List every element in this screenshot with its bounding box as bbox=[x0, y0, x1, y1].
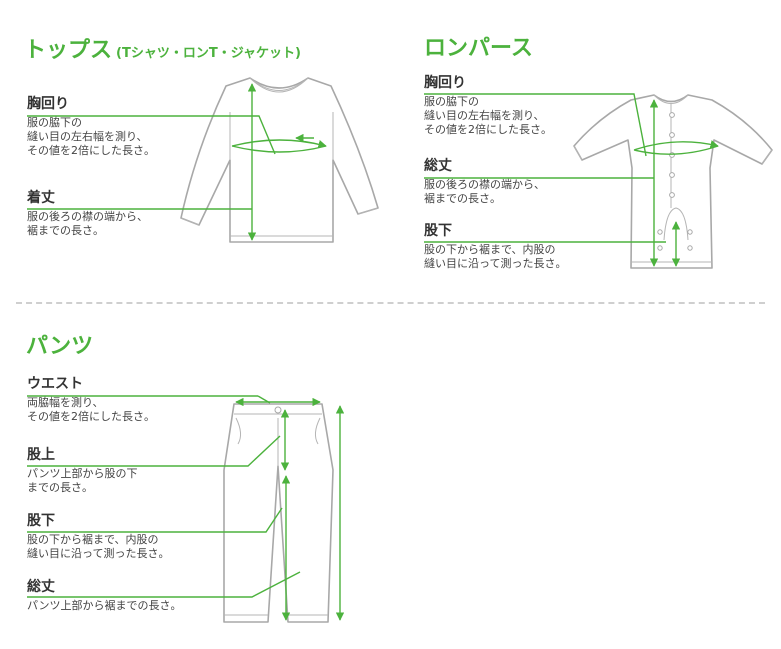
tops-title-text: トップス bbox=[24, 38, 113, 63]
tops-chest-block: 胸回り 服の脇下の 縫い目の左右幅を測り、 その値を2倍にした長さ。 bbox=[27, 95, 155, 158]
pants-total-length-label: 総丈 bbox=[27, 579, 55, 595]
romper-title: ロンパース bbox=[424, 36, 533, 62]
pants-rise-block: 股上 パンツ上部から股の下 までの長さ。 bbox=[27, 446, 138, 495]
romper-inseam-label: 股下 bbox=[424, 223, 452, 239]
tops-title: トップス(Tシャツ・ロンT・ジャケット) bbox=[24, 38, 301, 67]
pants-measurement-guides bbox=[27, 395, 345, 621]
tops-chest-desc: 服の脇下の 縫い目の左右幅を測り、 その値を2倍にした長さ。 bbox=[27, 116, 155, 157]
pants-title-text: パンツ bbox=[26, 334, 94, 359]
tops-length-block: 着丈 服の後ろの襟の端から、 裾までの長さ。 bbox=[27, 189, 148, 238]
pants-rise-label: 股上 bbox=[27, 447, 55, 463]
pants-inseam-desc: 股の下から裾まで、内股の 縫い目に沿って測った長さ。 bbox=[27, 533, 170, 560]
romper-chest-desc: 服の脇下の 縫い目の左右幅を測り、 その値を2倍にした長さ。 bbox=[424, 95, 552, 136]
tops-chest-label: 胸回り bbox=[27, 96, 69, 112]
pants-waist-label: ウエスト bbox=[27, 376, 83, 392]
pants-waist-desc: 両脇幅を測り、 その値を2倍にした長さ。 bbox=[27, 396, 155, 423]
pants-total-length-block: 総丈 パンツ上部から裾までの長さ。 bbox=[27, 578, 182, 613]
romper-inseam-desc: 股の下から裾まで、内股の 縫い目に沿って測った長さ。 bbox=[424, 243, 567, 270]
tops-measurement-guides bbox=[27, 83, 327, 241]
romper-title-text: ロンパース bbox=[424, 36, 533, 61]
pants-rise-desc: パンツ上部から股の下 までの長さ。 bbox=[27, 467, 138, 494]
romper-total-length-block: 総丈 服の後ろの襟の端から、 裾までの長さ。 bbox=[424, 157, 545, 206]
pants-inseam-block: 股下 股の下から裾まで、内股の 縫い目に沿って測った長さ。 bbox=[27, 512, 169, 561]
section-divider bbox=[16, 302, 765, 304]
tops-length-label: 着丈 bbox=[27, 190, 55, 206]
romper-chest-block: 胸回り 服の脇下の 縫い目の左右幅を測り、 その値を2倍にした長さ。 bbox=[424, 74, 552, 137]
romper-illustration bbox=[573, 94, 773, 269]
romper-inseam-block: 股下 股の下から裾まで、内股の 縫い目に沿って測った長さ。 bbox=[424, 222, 566, 271]
tops-subtitle: (Tシャツ・ロンT・ジャケット) bbox=[116, 46, 301, 61]
pants-waist-block: ウエスト 両脇幅を測り、 その値を2倍にした長さ。 bbox=[27, 375, 155, 424]
long-sleeve-shirt-illustration bbox=[180, 77, 379, 243]
pants-inseam-label: 股下 bbox=[27, 513, 55, 529]
romper-total-length-label: 総丈 bbox=[424, 158, 452, 174]
romper-total-length-desc: 服の後ろの襟の端から、 裾までの長さ。 bbox=[424, 178, 545, 205]
tops-length-desc: 服の後ろの襟の端から、 裾までの長さ。 bbox=[27, 210, 148, 237]
pants-total-length-desc: パンツ上部から裾までの長さ。 bbox=[27, 599, 182, 612]
romper-measurement-guides bbox=[424, 93, 719, 267]
pants-title: パンツ bbox=[26, 334, 93, 360]
romper-chest-label: 胸回り bbox=[424, 75, 466, 91]
